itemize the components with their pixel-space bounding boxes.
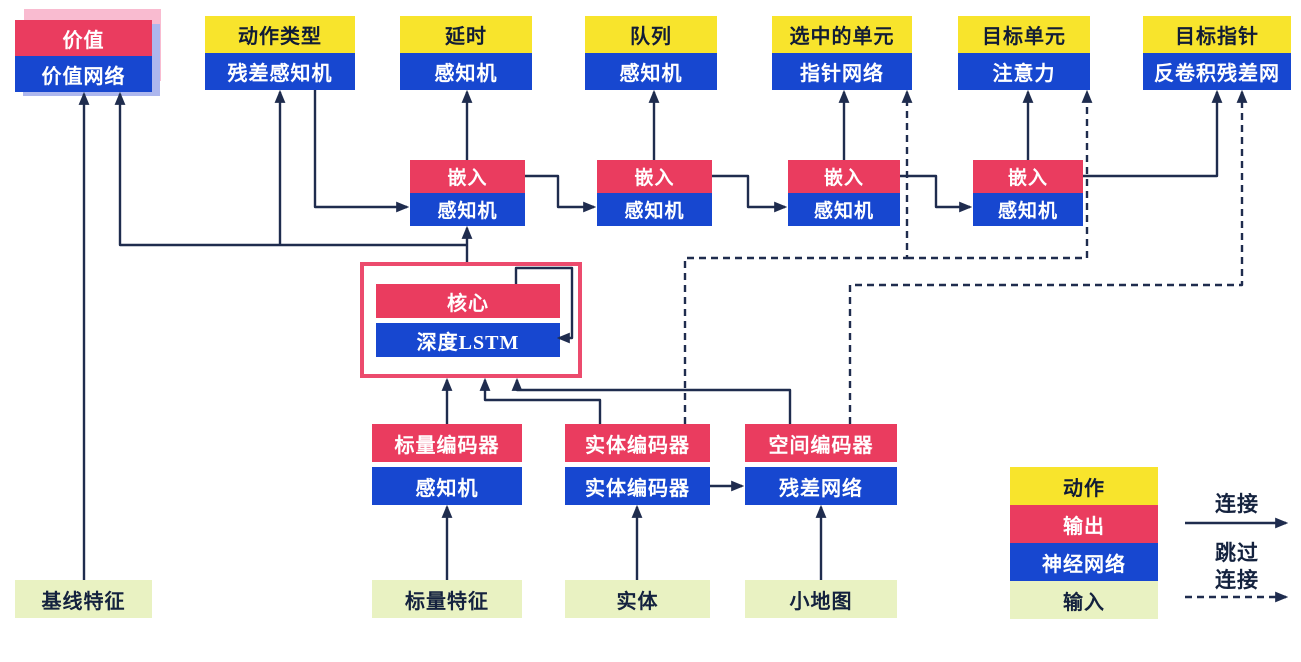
embed-2-network-label: 感知机 [597,193,712,226]
scalar-features-label: 标量特征 [372,580,522,618]
target-point-network-label: 反卷积残差网 [1143,53,1291,90]
core-highlight-outline [360,262,582,378]
embed-4-header: 嵌入 [973,160,1083,193]
embed-3-network-label: 感知机 [788,193,900,226]
skip-entity-encoder-to-pointer-network [683,89,913,424]
edge-embed-2-to-embed-3 [712,174,788,213]
legend-swatches: 动作 输出 神经网络 输入 [1010,467,1158,619]
embed-1-network-label: 感知机 [410,193,525,226]
scalar-encoder-header: 标量编码器 [372,424,522,462]
legend-skip-connection-label: 跳过 连接 [1185,540,1289,594]
legend-swatch-output: 输出 [1010,505,1158,543]
node-value: 价值 价值网络 [15,9,161,96]
target-unit-network-label: 注意力 [958,53,1090,90]
edge-embed-4-to-target-point [1083,89,1223,178]
value-header: 价值 [15,20,152,56]
node-entity-encoder: 实体编码器 实体编码器 [565,424,710,505]
target-unit-header: 目标单元 [958,16,1090,53]
queue-header: 队列 [585,16,717,53]
node-scalar-features: 标量特征 [372,580,522,618]
selected-units-header: 选中的单元 [772,16,912,53]
node-embed-4: 嵌入 感知机 [973,160,1083,226]
node-embed-1: 嵌入 感知机 [410,160,525,226]
legend-skip-line-1: 跳过 [1215,541,1259,565]
node-baseline-features: 基线特征 [15,580,152,618]
action-type-header: 动作类型 [205,16,355,53]
edge-entity-encoder-to-core [479,377,602,424]
node-scalar-encoder: 标量编码器 感知机 [372,424,522,505]
legend-swatch-action: 动作 [1010,467,1158,505]
core-header: 核心 [376,284,560,318]
delay-header: 延时 [400,16,532,53]
node-queue: 队列 感知机 [585,16,717,90]
spatial-encoder-network-label: 残差网络 [745,467,897,505]
legend-swatch-network: 神经网络 [1010,543,1158,581]
embed-1-header: 嵌入 [410,160,525,193]
target-point-header: 目标指针 [1143,16,1291,53]
legend-connection-label: 连接 [1215,492,1259,516]
node-entities: 实体 [565,580,710,618]
node-action-type: 动作类型 残差感知机 [205,16,355,90]
skip-spatial-encoder-to-deconv-resnet [848,89,1248,424]
edge-action-type-to-embed-1 [313,90,410,213]
edge-embed-1-to-embed-2 [525,174,597,213]
minimap-label: 小地图 [745,580,897,618]
node-embed-3: 嵌入 感知机 [788,160,900,226]
action-type-network-label: 残差感知机 [205,53,355,90]
legend-skip-line-2: 连接 [1215,568,1259,592]
entity-encoder-header: 实体编码器 [565,424,710,462]
core-network-label: 深度LSTM [376,323,560,357]
legend-swatch-input: 输入 [1010,581,1158,619]
embed-2-header: 嵌入 [597,160,712,193]
delay-network-label: 感知机 [400,53,532,90]
embed-3-header: 嵌入 [788,160,900,193]
node-target-unit: 目标单元 注意力 [958,16,1090,90]
node-minimap: 小地图 [745,580,897,618]
node-core: 核心 深度LSTM [376,284,560,357]
embed-4-network-label: 感知机 [973,193,1083,226]
node-spatial-encoder: 空间编码器 残差网络 [745,424,897,505]
node-embed-2: 嵌入 感知机 [597,160,712,226]
selected-units-network-label: 指针网络 [772,53,912,90]
value-network-label: 价值网络 [15,56,152,92]
entity-encoder-network-label: 实体编码器 [565,467,710,505]
node-target-point: 目标指针 反卷积残差网 [1143,16,1291,90]
node-delay: 延时 感知机 [400,16,532,90]
entities-label: 实体 [565,580,710,618]
baseline-features-label: 基线特征 [15,580,152,618]
edge-spatial-encoder-to-core [511,377,792,424]
queue-network-label: 感知机 [585,53,717,90]
spatial-encoder-header: 空间编码器 [745,424,897,462]
edge-embed-3-to-embed-4 [900,174,973,213]
scalar-encoder-network-label: 感知机 [372,467,522,505]
node-selected-units: 选中的单元 指针网络 [772,16,912,90]
